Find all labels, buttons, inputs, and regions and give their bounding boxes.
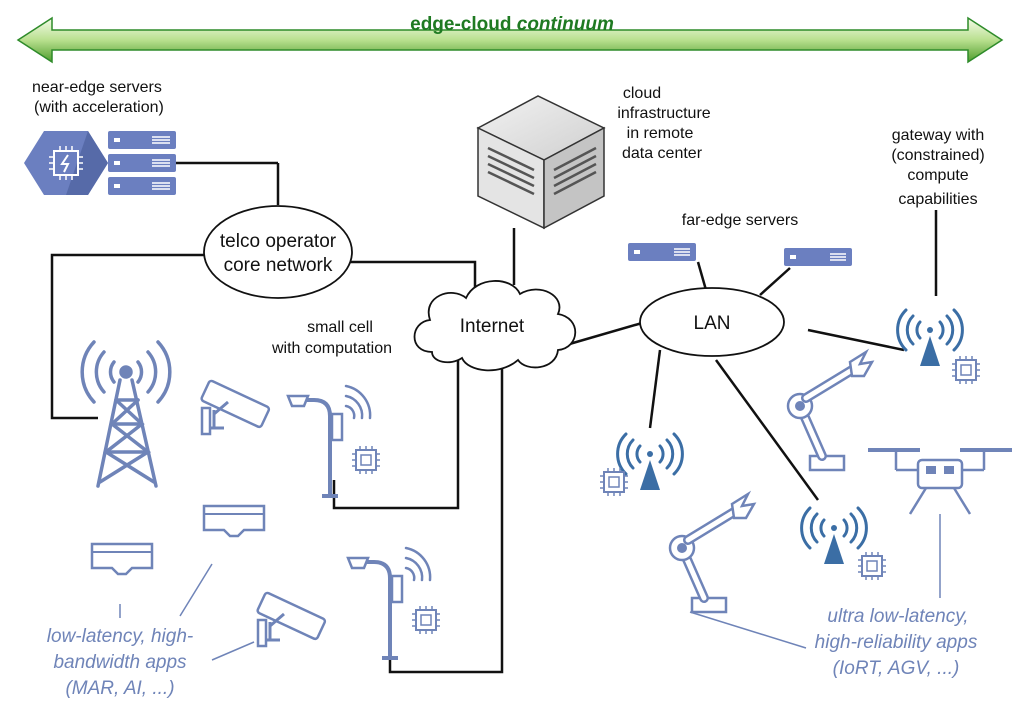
security-camera-icon [255, 590, 328, 648]
near-edge-label-2: (with acceleration) [34, 99, 164, 116]
near-edge-servers [24, 131, 176, 195]
continuum-title: edge-cloud continuum [410, 14, 614, 35]
network-links [50, 161, 938, 674]
gateway-label-1: gateway with [892, 127, 985, 144]
ultra-low-label-2: high-reliability apps [815, 632, 978, 653]
cloud-label-1: cloud [623, 85, 661, 102]
robot-arm-icon [670, 494, 754, 612]
far-edge-server-icon [627, 242, 697, 262]
ultra-low-label-1: ultra low-latency, [827, 606, 968, 627]
low-latency-label-3: (MAR, AI, ...) [65, 678, 174, 699]
telco-label-1: telco operator [220, 231, 337, 252]
microchip-icon [951, 355, 981, 385]
cloud-label-4: data center [622, 145, 703, 162]
edge-cloud-arrow [16, 16, 1004, 64]
ultra-low-label-3: (IoRT, AGV, ...) [833, 658, 960, 679]
microchip-icon [351, 445, 381, 475]
robot-arm-icon [788, 352, 872, 470]
street-lamp-small-cell-icon [346, 546, 433, 660]
server-rack-icon [108, 131, 176, 195]
small-cell-label-1: small cell [307, 319, 373, 336]
telco-label-2: core network [224, 255, 333, 276]
street-lamp-small-cell-icon [286, 384, 373, 498]
internet-cloud [413, 280, 577, 372]
security-camera-icon [199, 378, 272, 436]
small-cell-label-2: with computation [271, 340, 392, 357]
title-bold: edge-cloud [410, 14, 517, 35]
microchip-icon [857, 551, 887, 581]
cloud-datacenter-cube-icon [476, 95, 606, 230]
far-edge-server-icon [783, 247, 853, 267]
gateway-label-4: capabilities [898, 191, 977, 208]
microchip-icon [411, 605, 441, 635]
app-pointers [119, 514, 941, 661]
gateway-label-3: compute [907, 167, 968, 184]
lan-ellipse [639, 287, 785, 357]
cell-tower-icon [80, 340, 172, 488]
title-italic: continuum [517, 14, 614, 35]
near-edge-label-1: near-edge servers [32, 79, 162, 96]
cloud-label-2: infrastructure [617, 105, 710, 122]
cloud-label-3: in remote [627, 125, 694, 142]
low-latency-label-2: bandwidth apps [53, 652, 187, 673]
wifi-antenna-icon [800, 506, 868, 566]
gateway-label-2: (constrained) [891, 147, 984, 164]
microchip-icon [599, 467, 629, 497]
vr-goggles-icon [202, 504, 266, 538]
lan-label: LAN [694, 313, 731, 334]
low-latency-label-1: low-latency, high- [47, 626, 193, 647]
drone-icon [868, 448, 1012, 515]
accelerator-chip-icon [24, 131, 108, 195]
telco-core-network [203, 205, 353, 299]
wifi-antenna-icon [896, 308, 964, 368]
vr-goggles-icon [90, 542, 154, 576]
internet-label: Internet [460, 316, 525, 337]
far-edge-label: far-edge servers [682, 212, 799, 229]
